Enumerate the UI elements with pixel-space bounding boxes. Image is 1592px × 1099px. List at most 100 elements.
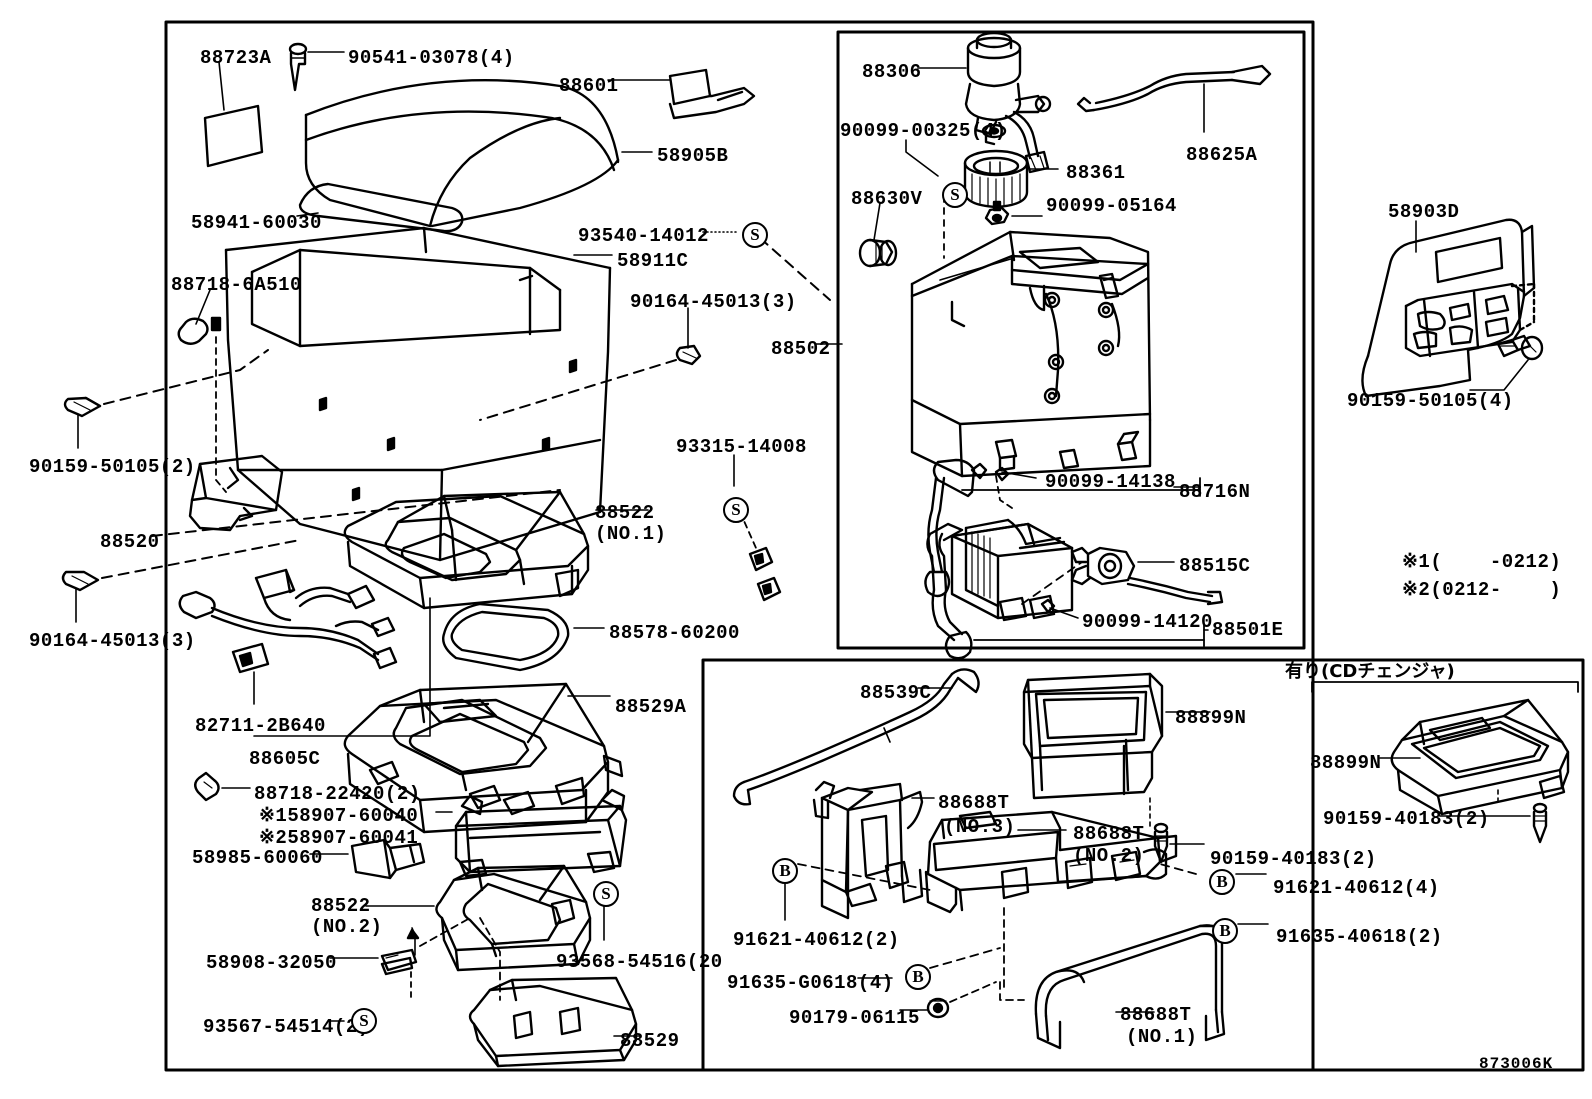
callout-58911C: 58911C (617, 250, 689, 272)
part-88520 (188, 454, 284, 532)
part-90099-14120 (1040, 598, 1056, 614)
marker-s-93540-14012: S (742, 222, 768, 248)
callout-90159-50105-2: 90159-50105(2) (29, 456, 196, 478)
note-mark-2: ※2(0212- ) (1402, 579, 1562, 601)
note-mark-1: ※1( -0212) (1402, 551, 1562, 573)
callout-88688T-no3-sub: (NO.3) (944, 816, 1016, 838)
part-88501E (926, 518, 1074, 660)
callout-90179-06115: 90179-06115 (789, 1007, 920, 1029)
callout-88625A: 88625A (1186, 144, 1258, 166)
callout-88501E: 88501E (1212, 619, 1284, 641)
part-88578-60200 (442, 602, 570, 672)
callout-90099-14138: 90099-14138 (1045, 471, 1176, 493)
callout-90159-40183-cd: 90159-40183(2) (1323, 808, 1490, 830)
callout-88899N-main: 88899N (1175, 707, 1247, 729)
callout-91621-40612-4: 91621-40612(4) (1273, 877, 1440, 899)
part-90159-40183-left (1153, 822, 1169, 864)
callout-58908-32050: 58908-32050 (206, 952, 337, 974)
part-88723A (203, 104, 264, 168)
callout-93315-14008: 93315-14008 (676, 436, 807, 458)
callout-58907-60040: ※158907-60040 (259, 805, 419, 827)
part-88718-6A510 (177, 317, 209, 345)
marker-s-90099-00325: S (942, 182, 968, 208)
marker-b-91635-40618-2: B (1212, 918, 1238, 944)
part-58908-32050 (380, 948, 418, 976)
callout-88688T-no2-sub: (NO.2) (1073, 845, 1145, 867)
part-90164-45013-top (675, 344, 702, 366)
callout-88688T-no1: 88688T (1120, 1004, 1192, 1026)
marker-b-91621-40612-4: B (1209, 869, 1235, 895)
frame-hvac (836, 30, 1306, 650)
diagram-code: 873006K (1479, 1055, 1554, 1073)
callout-90099-05164: 90099-05164 (1046, 195, 1177, 217)
part-90541-03078 (288, 42, 308, 92)
callout-88529A: 88529A (615, 696, 687, 718)
part-88502 (910, 230, 1152, 478)
part-88515C (1070, 546, 1224, 606)
part-88539C (732, 668, 980, 806)
callout-90099-14120: 90099-14120 (1082, 611, 1213, 633)
part-88899N-main (1022, 672, 1164, 800)
marker-b-91635-G0618-4: B (905, 964, 931, 990)
part-58905B (304, 79, 620, 228)
callout-88899N-cd: 88899N (1310, 752, 1382, 774)
callout-88522-no2-sub: (NO.2) (311, 916, 383, 938)
callout-88688T-no1-sub: (NO.1) (1126, 1026, 1198, 1048)
part-88522-no1 (343, 490, 590, 610)
callout-91621-40612-2: 91621-40612(2) (733, 929, 900, 951)
callout-90164-45013-bot: 90164-45013(3) (29, 630, 196, 652)
part-88529A (343, 682, 624, 834)
callout-88539C: 88539C (860, 682, 932, 704)
part-88688T-no3 (812, 780, 924, 920)
part-88630V (858, 238, 898, 268)
callout-90159-40183-a: 90159-40183(2) (1210, 848, 1377, 870)
part-90159-40183-right (1532, 802, 1548, 844)
part-88601 (668, 68, 756, 120)
callout-58907-60041: ※258907-60041 (259, 827, 419, 849)
part-90159-50105-2 (63, 396, 102, 418)
part-90159-50105-4 (1496, 334, 1544, 361)
callout-91635-G0618-4: 91635-G0618(4) (727, 972, 894, 994)
callout-93568-54516: 93568-54516(20 (556, 951, 723, 973)
callout-58985-60060: 58985-60060 (192, 847, 323, 869)
callout-88630V: 88630V (851, 188, 923, 210)
callout-58903D: 58903D (1388, 201, 1460, 223)
callout-88520: 88520 (100, 531, 160, 553)
part-88529 (468, 976, 638, 1068)
callout-88718-22420: 88718-22420(2) (254, 783, 421, 805)
part-90099-14138 (994, 466, 1037, 482)
callout-88578-60200: 88578-60200 (609, 622, 740, 644)
callout-58905B: 58905B (657, 145, 729, 167)
callout-90541-03078: 90541-03078(4) (348, 47, 515, 69)
marker-b-91621-40612-2: B (772, 858, 798, 884)
callout-90159-50105-4: 90159-50105(4) (1347, 390, 1514, 412)
marker-s-93568-54516: S (593, 881, 619, 907)
callout-91635-40618-2: 91635-40618(2) (1276, 926, 1443, 948)
callout-88522-no1-sub: (NO.1) (595, 523, 667, 545)
cd-changer-section-title: 有り(CDチェンジャ) (1285, 661, 1455, 682)
frame-bracket (701, 658, 1585, 1072)
callout-88361: 88361 (1066, 162, 1126, 184)
callout-88601: 88601 (559, 75, 619, 97)
callout-90164-45013-top: 90164-45013(3) (630, 291, 797, 313)
callout-93540-14012: 93540-14012 (578, 225, 709, 247)
marker-s-93315-14008: S (723, 497, 749, 523)
part-88306 (964, 31, 1052, 174)
part-90179-06115 (926, 997, 950, 1019)
part-88899N-cd (1390, 698, 1570, 816)
callout-88306: 88306 (862, 61, 922, 83)
part-58985-60060 (350, 838, 426, 880)
callout-88529: 88529 (620, 1030, 680, 1052)
part-88361 (963, 149, 1029, 209)
callout-88515C: 88515C (1179, 555, 1251, 577)
callout-90099-00325: 90099-00325(4) (840, 120, 1007, 142)
callout-58941-60030: 58941-60030 (191, 212, 322, 234)
part-90099-00325 (981, 123, 1007, 139)
callout-88522-no1: 88522 (595, 502, 655, 524)
cd-changer-bracket-line (1311, 681, 1579, 693)
callout-88502: 88502 (771, 338, 831, 360)
callout-88723A: 88723A (200, 47, 272, 69)
callout-88605C: 88605C (249, 748, 321, 770)
